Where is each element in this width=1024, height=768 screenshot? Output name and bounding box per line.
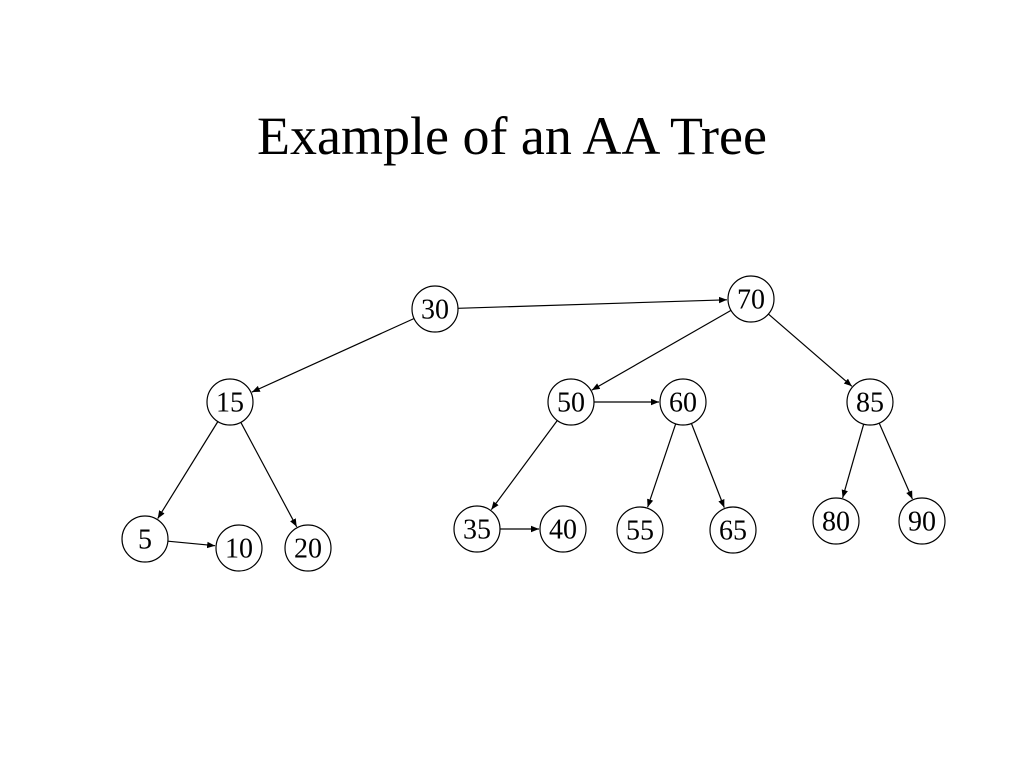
- tree-node-90: 90: [898, 497, 946, 545]
- node-label: 65: [719, 516, 747, 547]
- tree-edges: [157, 296, 913, 549]
- edge-70-to-50: [591, 309, 732, 391]
- edge-30-to-70: [457, 296, 728, 309]
- tree-node-80: 80: [812, 497, 860, 545]
- node-label: 50: [557, 388, 585, 419]
- tree-node-35: 35: [453, 505, 501, 553]
- node-circle: [411, 285, 459, 333]
- node-label: 80: [822, 507, 850, 538]
- edge-70-to-85: [768, 313, 853, 387]
- tree-node-50: 50: [547, 378, 595, 426]
- tree-node-5: 5: [121, 515, 169, 563]
- node-circle: [846, 378, 894, 426]
- node-circle: [659, 378, 707, 426]
- node-label: 40: [549, 515, 577, 546]
- node-circle: [547, 378, 595, 426]
- tree-node-70: 70: [727, 275, 775, 323]
- node-circle: [215, 524, 263, 572]
- edge-85-to-90: [878, 422, 913, 500]
- edge-30-to-15: [251, 317, 415, 393]
- node-label: 85: [856, 388, 884, 419]
- node-circle: [812, 497, 860, 545]
- node-label: 90: [908, 507, 936, 538]
- slide-title: Example of an AA Tree: [257, 106, 767, 166]
- tree-node-10: 10: [215, 524, 263, 572]
- node-circle: [206, 378, 254, 426]
- tree-node-40: 40: [539, 505, 587, 553]
- node-label: 30: [421, 295, 449, 326]
- node-label: 20: [294, 534, 322, 565]
- node-label: 70: [737, 285, 765, 316]
- tree-node-60: 60: [659, 378, 707, 426]
- tree-nodes: 30 70 15 50 60 85 5 10 20 35 40 55 65 80 90: [121, 275, 946, 572]
- tree-node-85: 85: [846, 378, 894, 426]
- node-circle: [121, 515, 169, 563]
- tree-node-55: 55: [616, 506, 664, 554]
- tree-node-20: 20: [284, 524, 332, 572]
- edge-15-to-5: [157, 421, 219, 519]
- tree-node-30: 30: [411, 285, 459, 333]
- node-circle: [616, 506, 664, 554]
- node-circle: [727, 275, 775, 323]
- tree-node-15: 15: [206, 378, 254, 426]
- edge-50-to-35: [490, 420, 558, 511]
- node-label: 55: [626, 516, 654, 547]
- node-label: 10: [225, 534, 253, 565]
- edge-15-to-20: [240, 422, 298, 528]
- node-label: 5: [138, 525, 152, 556]
- edge-60-to-65: [690, 423, 725, 508]
- node-circle: [284, 524, 332, 572]
- node-circle: [539, 505, 587, 553]
- tree-node-65: 65: [709, 506, 757, 554]
- edge-5-to-10: [167, 540, 216, 549]
- edge-85-to-80: [841, 423, 865, 499]
- node-circle: [898, 497, 946, 545]
- node-label: 60: [669, 388, 697, 419]
- node-label: 15: [216, 388, 244, 419]
- node-circle: [709, 506, 757, 554]
- node-circle: [453, 505, 501, 553]
- edge-60-to-55: [647, 423, 677, 508]
- node-label: 35: [463, 515, 491, 546]
